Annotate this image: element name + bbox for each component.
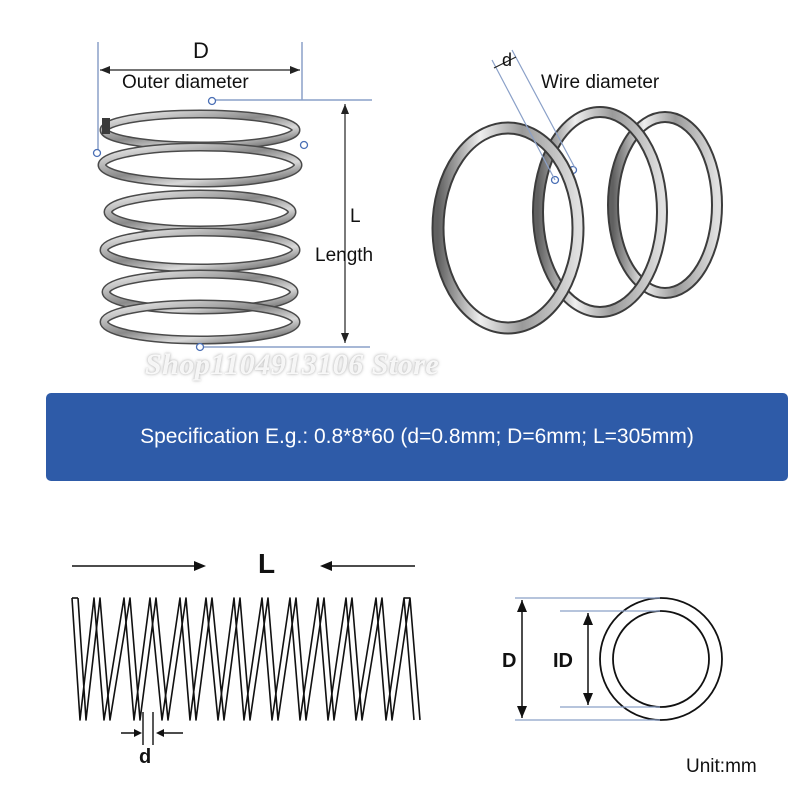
outer-diameter-letter: D [193,38,209,63]
wire-diameter-letter: d [502,50,513,70]
right-spring-photo [431,106,723,335]
length-dimension [341,104,349,343]
specification-banner: Specification E.g.: 0.8*8*60 (d=0.8mm; D… [46,393,788,481]
wire-diameter-label: Wire diameter [541,72,660,93]
wire-diameter-dimension [491,49,576,181]
outer-diameter-symbol: D [502,650,517,672]
wire-thickness-indicator [121,712,183,745]
schematic-length-letter: L [258,548,276,579]
outer-diameter-dimension [97,42,372,348]
spring-schematic [71,597,421,721]
reference-dots [92,96,578,352]
diameter-dimensions [515,597,660,721]
left-spring-photo [97,109,303,345]
length-arrows [72,561,415,571]
inner-diameter-symbol: ID [553,650,573,672]
specification-text: Specification E.g.: 0.8*8*60 (d=0.8mm; D… [140,425,694,448]
cross-section-rings [599,597,723,721]
length-label: Length [315,245,374,266]
outer-diameter-label: Outer diameter [122,72,249,93]
unit-label: Unit:mm [686,756,757,777]
store-watermark: Shop1104913106 Store [145,348,440,381]
schematic-wire-letter: d [139,746,152,768]
length-letter: L [350,206,361,227]
